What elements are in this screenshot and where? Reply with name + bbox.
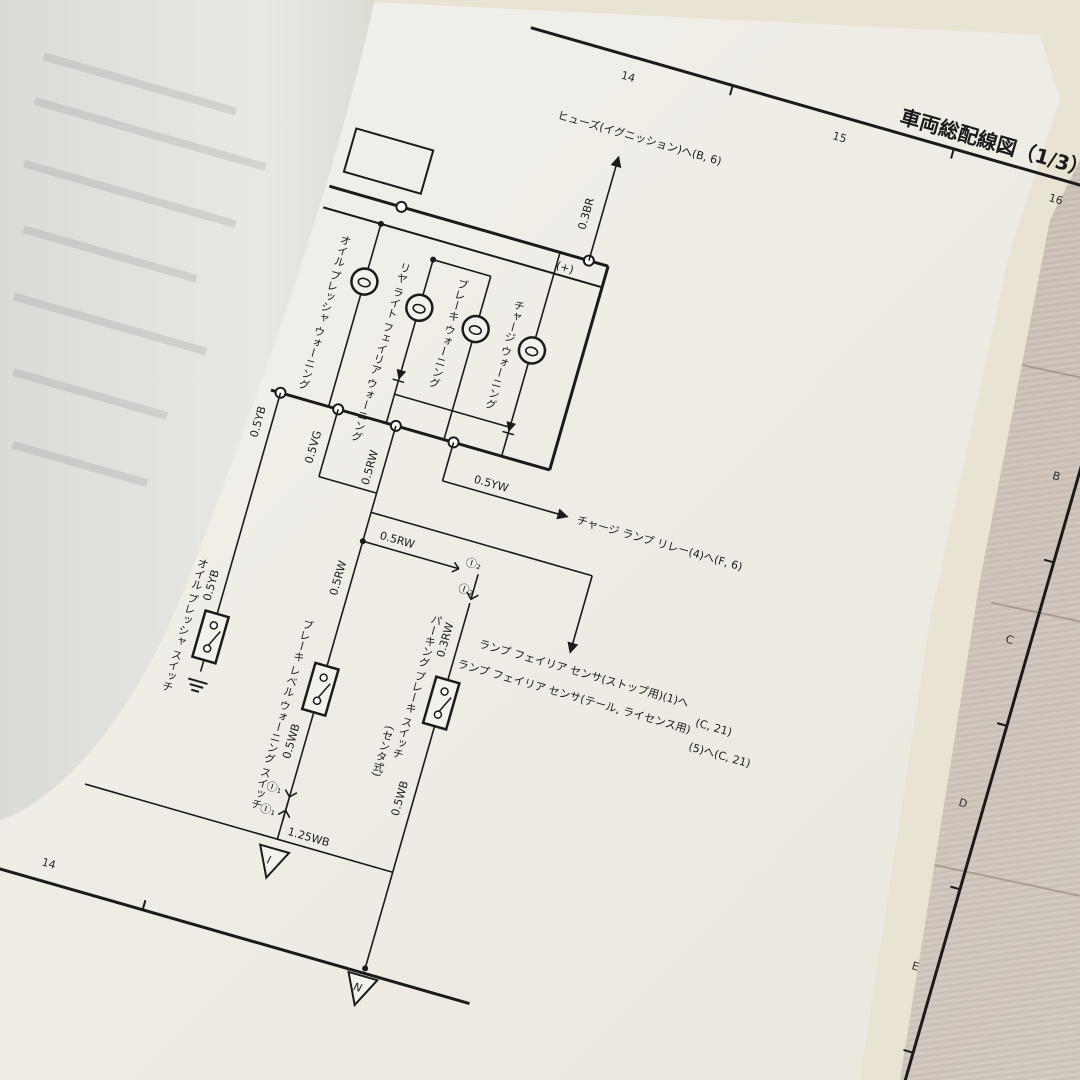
wire-1-25wb [84, 783, 393, 874]
grid-row-e: E [910, 959, 920, 973]
ground-icon [187, 677, 208, 693]
grid-col-bottom-14: 14 [40, 855, 57, 871]
bus-line-bottom [270, 388, 551, 472]
connector-icon [451, 561, 479, 601]
grid-col-16: 16 [1047, 191, 1064, 207]
ground-n-icon: N [347, 970, 380, 1008]
meter-box-top [342, 127, 435, 195]
connector-label: Ⓘ₂ [457, 582, 475, 599]
diode-icon [506, 421, 517, 433]
frame-top-border [530, 26, 1080, 209]
grid-row-b: B [1051, 469, 1062, 484]
wire-0-5rw [276, 425, 397, 840]
svg-text:N: N [352, 980, 363, 995]
grid-col-14: 14 [620, 69, 637, 85]
left-page-bleed-text [11, 52, 267, 488]
wire-0-5yw [442, 480, 569, 520]
brake-level-warning-switch-icon [300, 661, 341, 718]
bus-line-top [328, 184, 609, 268]
grid-row-d: D [957, 796, 969, 811]
plus-terminal-label: (+) [555, 259, 576, 276]
ground-i-icon: I [258, 843, 291, 880]
connector-label: Ⓘ₂ [464, 556, 482, 573]
frame-bottom-border [0, 831, 470, 1005]
connector-label: Ⓘ₁ [259, 802, 277, 819]
oil-pressure-switch-icon [190, 609, 231, 665]
grid-row-c: C [1004, 632, 1015, 647]
grid-col-15: 15 [831, 129, 848, 145]
parking-brake-switch-icon [421, 675, 461, 732]
wire-0-3rw [364, 602, 471, 969]
wire-0-3br [588, 155, 622, 261]
left-page-curl [0, 0, 375, 820]
connector-icon [277, 789, 298, 821]
svg-text:I: I [266, 853, 273, 866]
frame-right-border [859, 206, 1080, 1080]
diode-icon [396, 368, 407, 380]
connector-label: Ⓘ₁ [265, 779, 283, 796]
